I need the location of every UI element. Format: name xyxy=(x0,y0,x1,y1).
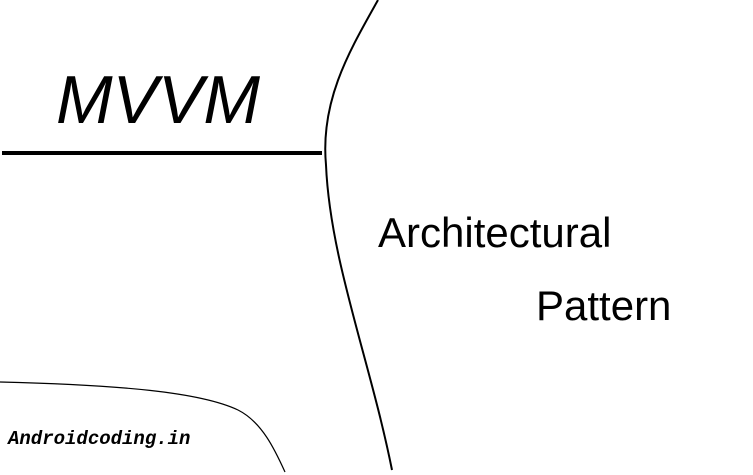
site-credit: Androidcoding.in xyxy=(8,428,191,450)
title-mvvm: MVVM xyxy=(56,62,260,138)
subtitle-pattern: Pattern xyxy=(536,282,672,329)
divider-curve xyxy=(324,0,393,471)
subtitle-architectural: Architectural xyxy=(378,209,612,256)
corner-curve xyxy=(0,381,286,473)
